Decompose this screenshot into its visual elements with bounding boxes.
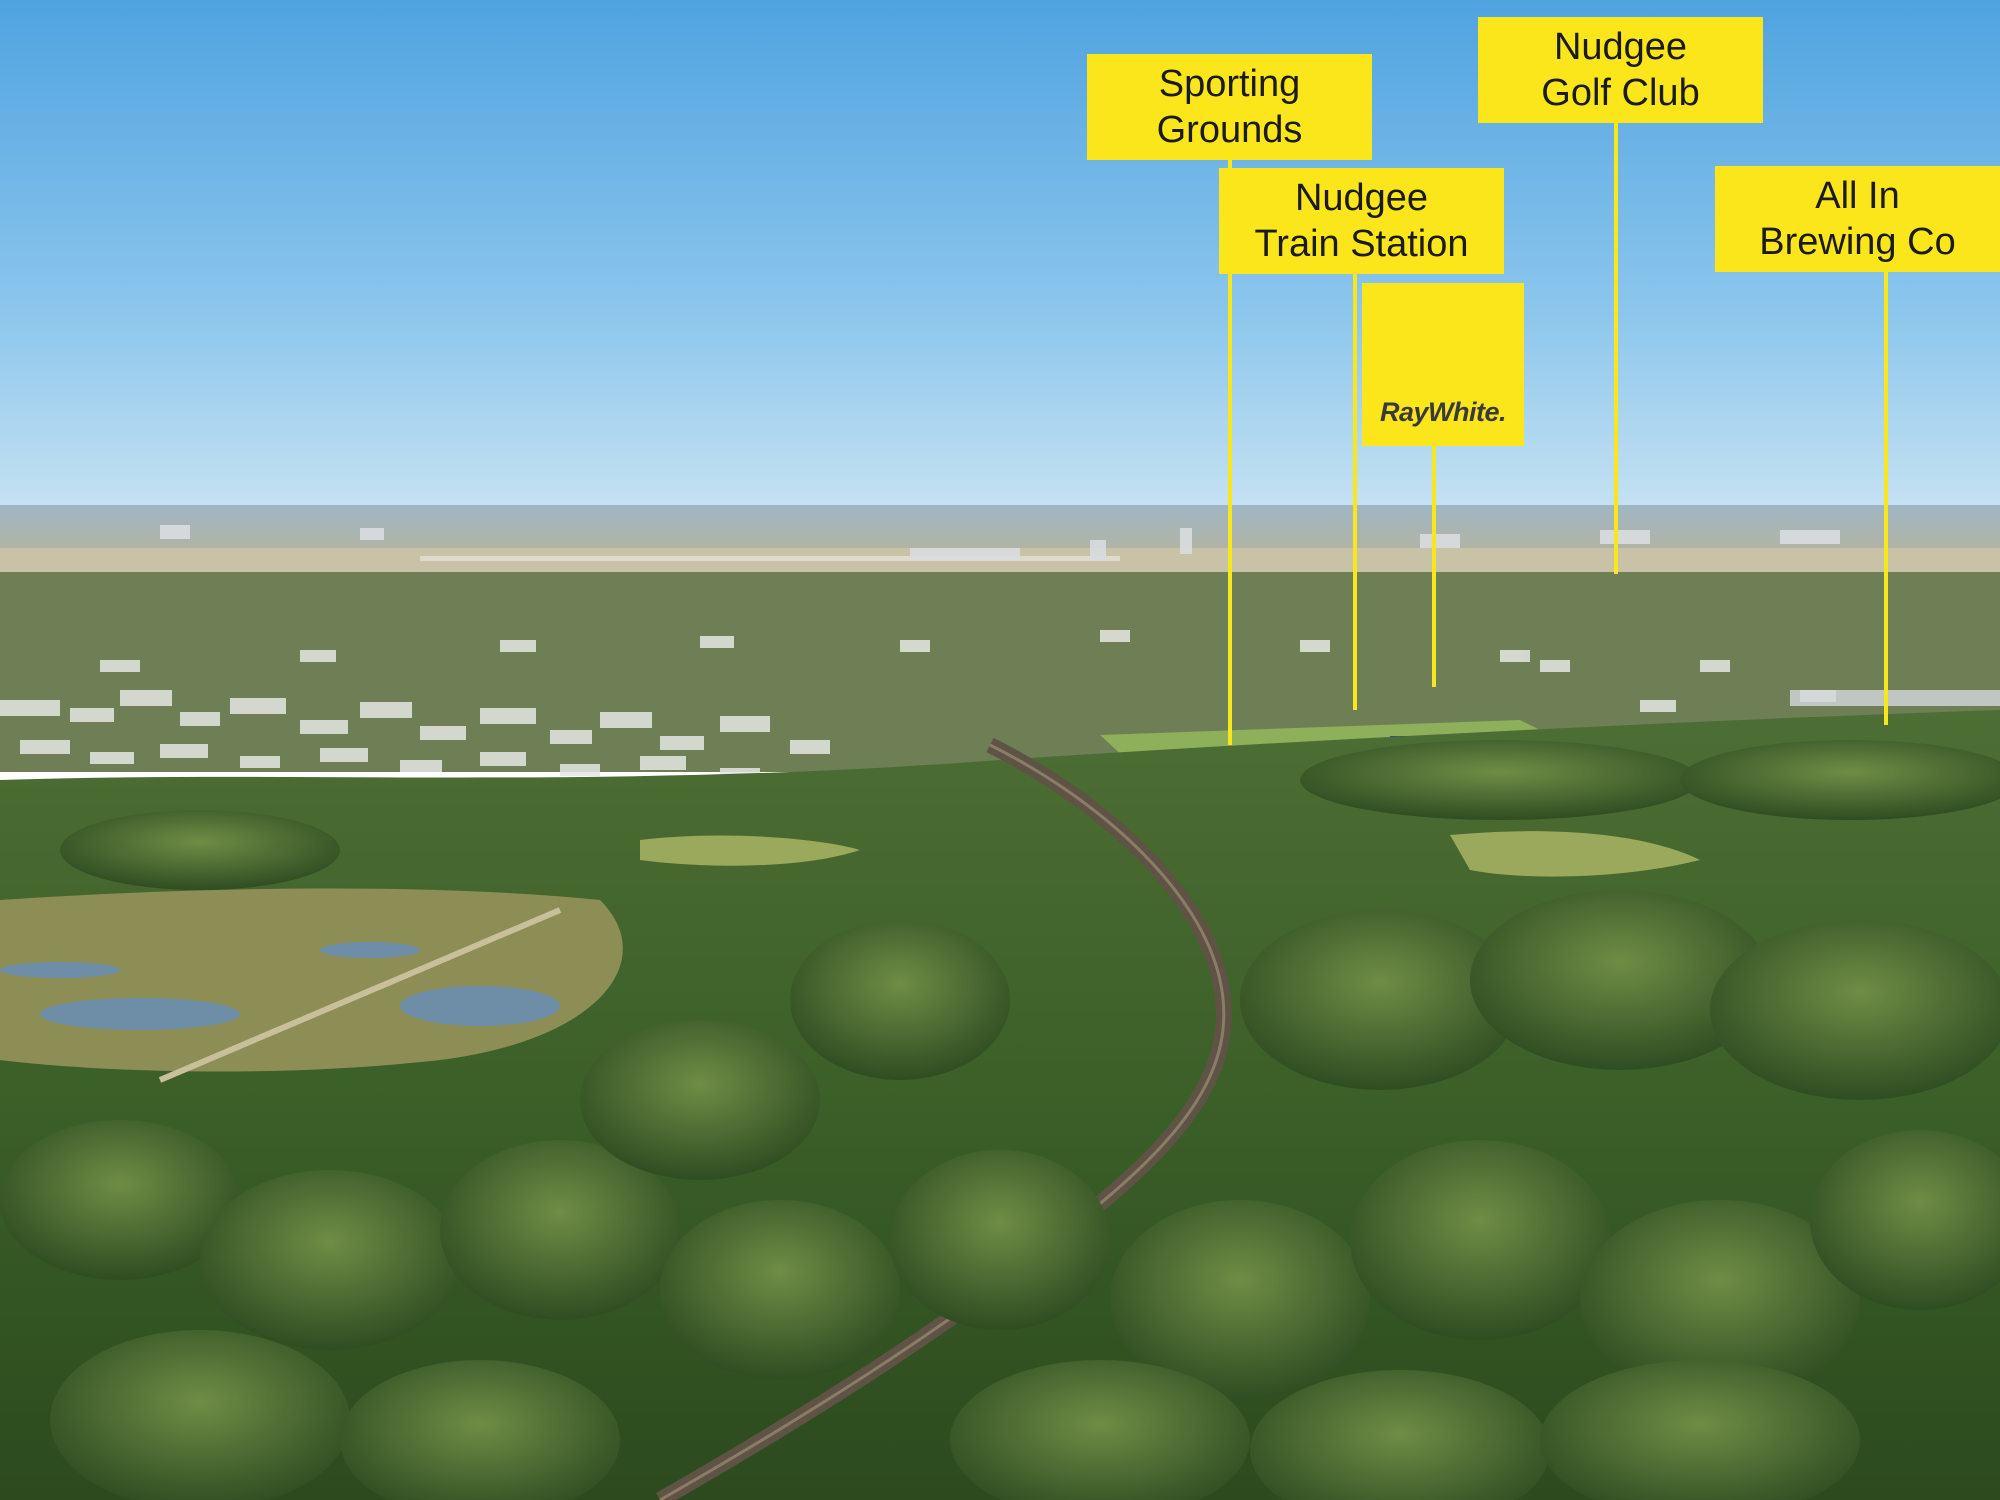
sporting-grounds-line2: Grounds	[1156, 109, 1303, 151]
train-station-label: Nudgee Train Station	[1219, 168, 1504, 274]
ray-white-pin	[1432, 445, 1436, 687]
sporting-grounds-label: Sporting Grounds	[1087, 54, 1372, 160]
tree-canopy	[0, 740, 2000, 1500]
ponds	[0, 942, 560, 1030]
ray-white-logo: RayWhite.	[1362, 283, 1524, 446]
sporting-grounds-pin	[1228, 160, 1232, 745]
houses	[0, 630, 1836, 780]
golf-club-pin	[1614, 122, 1618, 574]
train-station-line2: Train Station	[1254, 223, 1469, 265]
ray-white-logo-text: RayWhite.	[1379, 397, 1507, 427]
brewing-co-line1: All In	[1815, 175, 1900, 217]
train-station-line1: Nudgee	[1294, 177, 1429, 219]
golf-club-line1: Nudgee	[1553, 26, 1688, 68]
brewing-co-line2: Brewing Co	[1759, 221, 1956, 263]
brewing-co-label: All In Brewing Co	[1715, 166, 2000, 272]
train-station-pin	[1353, 273, 1357, 710]
golf-club-label: Nudgee Golf Club	[1478, 17, 1763, 123]
sporting-grounds-line1: Sporting	[1158, 63, 1301, 105]
brewing-co-pin	[1884, 271, 1888, 725]
golf-club-line2: Golf Club	[1541, 72, 1700, 114]
distant-buildings	[160, 525, 1840, 560]
